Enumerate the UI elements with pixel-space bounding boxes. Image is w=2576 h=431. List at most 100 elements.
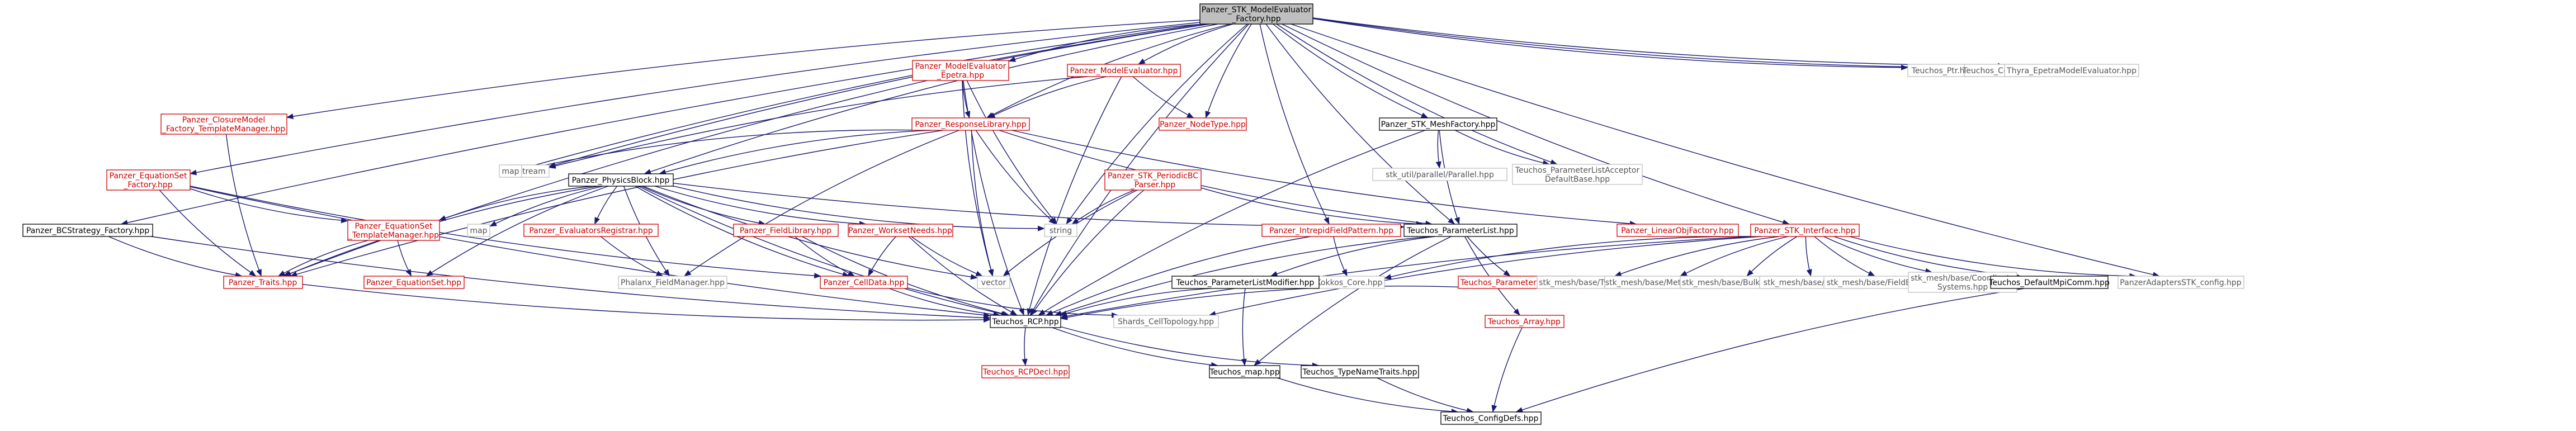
node-response-lib[interactable]: Panzer_ResponseLibrary.hpp — [911, 117, 1030, 131]
node-evalreg[interactable]: Panzer_EvaluatorsRegistrar.hpp — [523, 224, 659, 237]
edge-root-to-me-epetra — [1008, 23, 1204, 62]
node-closure-tm[interactable]: Panzer_ClosureModel_Factory_TemplateMana… — [160, 113, 287, 135]
node-box — [1617, 224, 1739, 237]
node-thyra-epetra[interactable]: Thyra_EpetraModelEvaluator.hpp — [2004, 64, 2139, 77]
node-shards[interactable]: Shards_CellTopology.hpp — [1113, 315, 1219, 328]
node-celldata[interactable]: Panzer_CellData.hpp — [820, 276, 908, 289]
edge-root-to-iostream — [548, 23, 1210, 168]
edge-meshfactory-to-stk-parallel — [1435, 130, 1441, 169]
node-rcpdecl[interactable]: Teuchos_RCPDecl.hpp — [981, 365, 1070, 378]
node-traits[interactable]: Panzer_Traits.hpp — [223, 276, 303, 289]
node-box — [981, 365, 1070, 378]
node-label: Panzer_EvaluatorsRegistrar.hpp — [529, 226, 653, 235]
node-box — [523, 224, 659, 237]
edge-rcp-to-rcpdecl — [1022, 327, 1028, 366]
node-eqset-tm[interactable]: Panzer_EquationSet_TemplateManager.hpp — [347, 220, 440, 241]
edge-entry-to-rcp — [1060, 286, 1459, 320]
node-fieldlib[interactable]: Panzer_FieldLibrary.hpp — [733, 224, 839, 237]
edge-periodicbc-to-rcp — [1031, 190, 1145, 316]
edge-meshfactory-to-rcp — [1038, 130, 1426, 316]
edge-physicsblock-to-vector — [642, 186, 978, 280]
node-plmodifier[interactable]: Teuchos_ParameterListModifier.hpp — [1171, 276, 1320, 289]
node-box — [1104, 169, 1202, 191]
node-typename[interactable]: Teuchos_TypeNameTraits.hpp — [1301, 365, 1419, 378]
node-periodicbc[interactable]: Panzer_STK_PeriodicBC_Parser.hpp — [1104, 169, 1202, 191]
node-label: PanzerAdaptersSTK_config.hpp — [2120, 278, 2241, 287]
node-intrepid[interactable]: Panzer_IntrepidFieldPattern.hpp — [1261, 224, 1401, 237]
node-defmpicomm[interactable]: Teuchos_DefaultMpiComm.hpp — [1988, 276, 2110, 289]
node-label: Teuchos_TypeNameTraits.hpp — [1302, 368, 1417, 377]
node-tmap[interactable]: Teuchos_map.hpp — [1209, 365, 1280, 378]
node-array[interactable]: Teuchos_Array.hpp — [1485, 315, 1564, 328]
edge-evalreg-to-phalanx-fm — [600, 236, 664, 277]
node-label: Teuchos_ConfigDefs.hpp — [1443, 414, 1539, 423]
node-pla-default[interactable]: Teuchos_ParameterListAcceptorDefaultBase… — [1512, 164, 1643, 185]
edge-me-to-iostream — [548, 76, 1088, 169]
node-label: Panzer_PhysicsBlock.hpp — [572, 176, 670, 185]
edge-physicsblock-to-paramlist — [673, 182, 1405, 230]
node-box — [1485, 315, 1564, 328]
edge-eqset-factory-to-traits — [159, 190, 257, 277]
edge-stk-interface-to-kokkos — [1384, 236, 1751, 280]
node-label: Teuchos_ParameterListAcceptor — [1515, 166, 1640, 175]
node-label: Teuchos_Array.hpp — [1487, 318, 1561, 326]
node-me-epetra[interactable]: Panzer_ModelEvaluator_Epetra.hpp — [912, 60, 1009, 81]
node-box — [1199, 3, 1313, 25]
node-box — [733, 224, 839, 237]
node-box — [223, 276, 303, 289]
edge-celldata-to-shards — [907, 287, 1119, 318]
node-label: Panzer_ModelEvaluator.hpp — [1070, 67, 1178, 75]
node-bcstrategy[interactable]: Panzer_BCStrategy_Factory.hpp — [22, 224, 153, 237]
node-label: _Factory.hpp — [1231, 15, 1280, 23]
edge-periodicbc-to-paramlist — [1200, 187, 1424, 227]
node-map-b[interactable]: map — [499, 164, 522, 178]
node-meshfactory[interactable]: Panzer_STK_MeshFactory.hpp — [1379, 117, 1497, 131]
node-paramlist[interactable]: Teuchos_ParameterList.hpp — [1403, 224, 1518, 237]
node-string[interactable]: string — [1044, 224, 1077, 237]
edge-worksetneeds-to-celldata — [868, 236, 896, 277]
edge-me-to-response-lib — [987, 76, 1107, 119]
node-label: Panzer_STK_Interface.hpp — [1754, 226, 1855, 235]
node-box — [977, 276, 1010, 289]
node-me[interactable]: Panzer_ModelEvaluator.hpp — [1067, 64, 1181, 77]
edge-root-to-thyra-epetra — [1312, 17, 2005, 69]
edge-response-lib-to-traits — [290, 130, 943, 277]
edge-eqset-factory-to-rcp — [190, 186, 991, 318]
edge-root-to-paramlist — [1265, 23, 1455, 225]
edge-stk-interface-to-defmpicomm — [1833, 236, 2021, 278]
node-teuchos-ptr[interactable]: Teuchos_Ptr.hpp — [1907, 64, 1979, 77]
edge-layer — [108, 17, 2160, 415]
node-linearobj[interactable]: Panzer_LinearObjFactory.hpp — [1617, 224, 1739, 237]
node-label: Panzer_FieldLibrary.hpp — [740, 226, 831, 235]
node-rcp[interactable]: Teuchos_RCP.hpp — [990, 315, 1061, 328]
node-eqset[interactable]: Panzer_EquationSet.hpp — [363, 276, 465, 289]
node-vector[interactable]: vector — [977, 276, 1010, 289]
node-box — [1379, 117, 1497, 131]
edge-me-epetra-to-rcp — [963, 80, 1024, 316]
node-label: stk_util/parallel/Parallel.hpp — [1386, 170, 1494, 179]
node-kokkos[interactable]: Kokkos_Core.hpp — [1313, 276, 1385, 289]
node-configdefs[interactable]: Teuchos_ConfigDefs.hpp — [1440, 411, 1542, 425]
node-eqset-factory[interactable]: Panzer_EquationSet_Factory.hpp — [106, 169, 191, 191]
node-physicsblock[interactable]: Panzer_PhysicsBlock.hpp — [568, 173, 674, 187]
node-box — [911, 117, 1030, 131]
node-stk-parallel[interactable]: stk_util/parallel/Parallel.hpp — [1372, 168, 1507, 181]
node-adapters-cfg[interactable]: PanzerAdaptersSTK_config.hpp — [2117, 276, 2244, 289]
node-box — [848, 224, 953, 237]
node-nodetype[interactable]: Panzer_NodeType.hpp — [1159, 117, 1247, 131]
node-box — [990, 315, 1061, 328]
node-phalanx-fm[interactable]: Phalanx_FieldManager.hpp — [618, 276, 727, 289]
edge-eqset-tm-to-traits — [278, 240, 368, 277]
edge-root-to-rcp — [1029, 23, 1250, 316]
node-map-a[interactable]: map — [467, 224, 490, 237]
node-root[interactable]: Panzer_STK_ModelEvaluator_Factory.hpp — [1199, 3, 1313, 25]
node-worksetneeds[interactable]: Panzer_WorksetNeeds.hpp — [848, 224, 953, 237]
edge-physicsblock-to-string — [673, 186, 1045, 231]
edge-physicsblock-to-map-a — [489, 186, 604, 227]
node-label: _TemplateManager.hpp — [348, 231, 439, 240]
node-stk-interface[interactable]: Panzer_STK_Interface.hpp — [1750, 224, 1860, 237]
node-box — [22, 224, 153, 237]
edge-root-to-bcstrategy — [120, 23, 1202, 226]
node-label: vector — [981, 278, 1006, 287]
edge-me-epetra-to-vector — [962, 80, 994, 277]
